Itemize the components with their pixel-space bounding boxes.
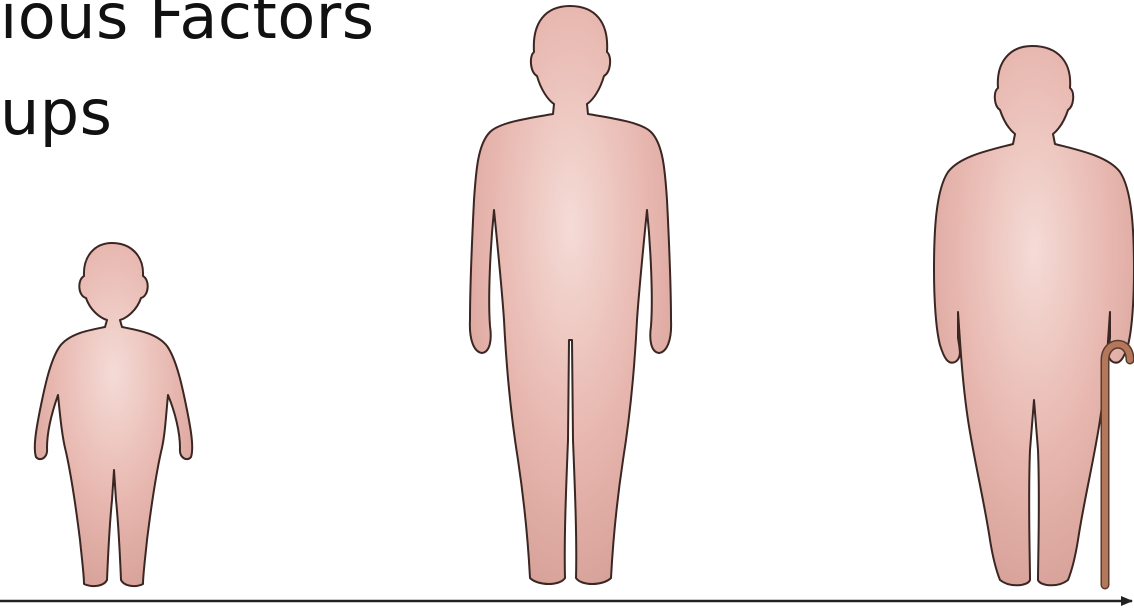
adult-body-icon (470, 6, 671, 584)
walking-cane-icon (1105, 344, 1130, 585)
child-body-icon (35, 243, 192, 586)
